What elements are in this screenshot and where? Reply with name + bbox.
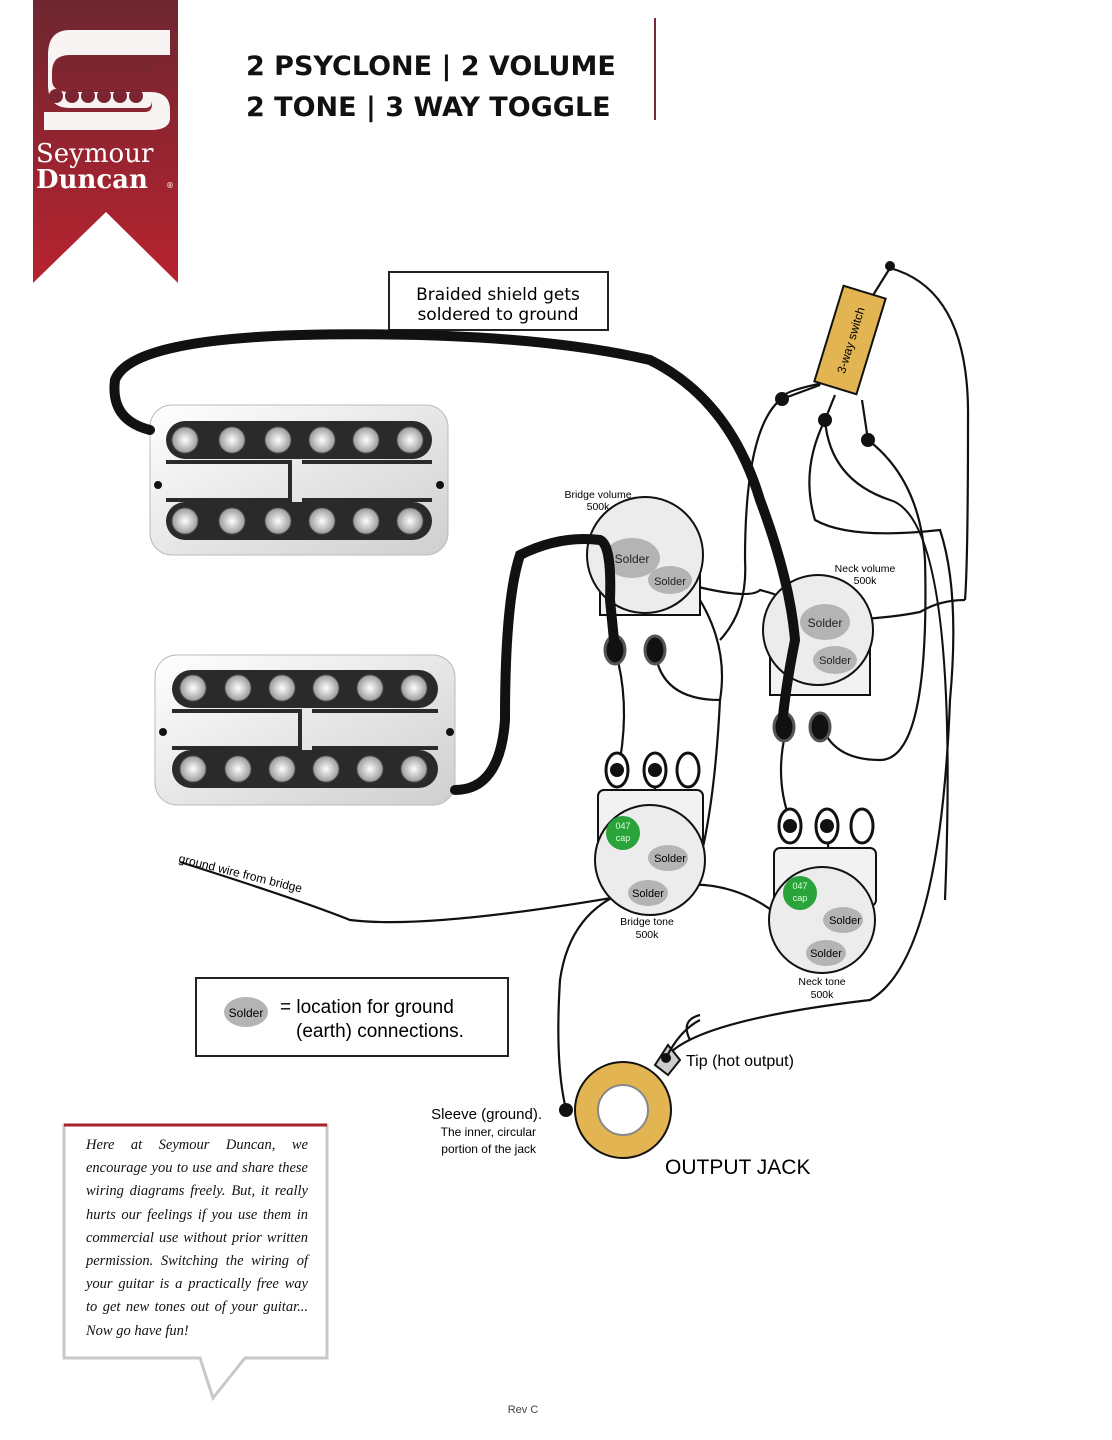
capacitor — [606, 816, 640, 850]
svg-text:047: 047 — [792, 881, 807, 891]
bridge-tone-pot: 047 cap Solder Solder Bridge tone 500k — [594, 751, 706, 941]
svg-text:OUTPUT JACK: OUTPUT JACK — [665, 1156, 810, 1179]
svg-text:500k: 500k — [811, 989, 835, 1001]
svg-text:Solder: Solder — [615, 552, 650, 566]
solder-legend: Solder = location for ground (earth) con… — [195, 977, 509, 1057]
svg-text:Bridge volume: Bridge volume — [564, 489, 631, 501]
svg-text:cap: cap — [793, 893, 808, 903]
registered-mark: ® — [166, 181, 174, 190]
svg-text:Solder: Solder — [808, 616, 843, 630]
title-line1: 2 PSYCLONE | 2 VOLUME — [246, 51, 616, 82]
svg-text:Neck volume: Neck volume — [835, 563, 896, 575]
svg-text:soldered to ground: soldered to ground — [417, 305, 578, 325]
ground-wire-label: ground wire from bridge — [177, 851, 304, 895]
note-box — [62, 1123, 329, 1402]
capacitor — [783, 876, 817, 910]
svg-text:Solder: Solder — [810, 948, 842, 960]
braided-shield-callout: Braided shield gets soldered to ground — [388, 271, 609, 331]
svg-text:Braided shield gets: Braided shield gets — [416, 285, 580, 305]
bridge-pickup — [154, 654, 456, 806]
usage-note: Here at Seymour Duncan, we encourage you… — [86, 1137, 308, 1339]
revision: Rev C — [508, 1404, 539, 1416]
svg-text:047: 047 — [615, 821, 630, 831]
svg-text:The inner, circular: The inner, circular — [441, 1125, 536, 1139]
three-way-switch: 3-way switch — [775, 261, 895, 447]
svg-text:Sleeve (ground).: Sleeve (ground). — [431, 1106, 542, 1123]
neck-pickup — [149, 404, 449, 556]
svg-text:500k: 500k — [636, 929, 660, 941]
svg-text:Neck tone: Neck tone — [798, 976, 845, 988]
svg-text:cap: cap — [616, 833, 631, 843]
neck-tone-pot: 047 cap Solder Solder Neck tone 500k — [768, 807, 877, 1001]
svg-text:Tip (hot output): Tip (hot output) — [686, 1053, 794, 1070]
svg-text:500k: 500k — [854, 575, 878, 587]
bridge-volume-pot: Solder Solder Bridge volume 500k — [564, 489, 704, 666]
svg-text:Solder: Solder — [819, 655, 851, 667]
brand-line1: Seymour — [36, 139, 154, 169]
svg-text:portion of the jack: portion of the jack — [441, 1142, 537, 1156]
svg-text:Bridge tone: Bridge tone — [620, 916, 674, 928]
svg-text:Solder: Solder — [229, 1006, 264, 1020]
svg-text:500k: 500k — [587, 501, 611, 513]
svg-text:Solder: Solder — [654, 576, 686, 588]
output-jack: Tip (hot output) Sleeve (ground). The in… — [431, 1013, 810, 1179]
brand-line2: Duncan — [36, 165, 148, 195]
svg-text:Solder: Solder — [654, 853, 686, 865]
svg-text:Solder: Solder — [829, 915, 861, 927]
seymour-duncan-logo: Seymour Duncan ® — [33, 0, 178, 283]
svg-text:= location for ground: = location for ground — [280, 997, 454, 1018]
title-line2: 2 TONE | 3 WAY TOGGLE — [246, 92, 611, 123]
svg-text:(earth) connections.: (earth) connections. — [296, 1021, 464, 1042]
shielded-cables — [109, 329, 801, 795]
svg-text:Solder: Solder — [632, 888, 664, 900]
